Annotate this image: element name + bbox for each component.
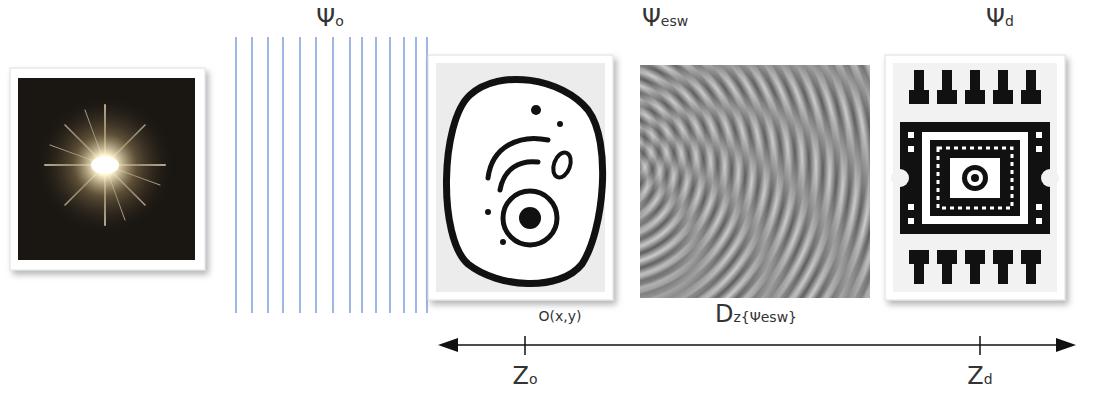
- wave-label: Ψesw: [642, 4, 688, 33]
- wave-label: Ψd: [986, 4, 1014, 33]
- object-label: O(x,y): [539, 308, 582, 325]
- wave-label: Ψo: [316, 4, 343, 33]
- operator-label: Dz{Ψesw}: [715, 300, 797, 329]
- axis-label: Zo: [512, 362, 537, 391]
- axis-label: Zd: [967, 362, 992, 391]
